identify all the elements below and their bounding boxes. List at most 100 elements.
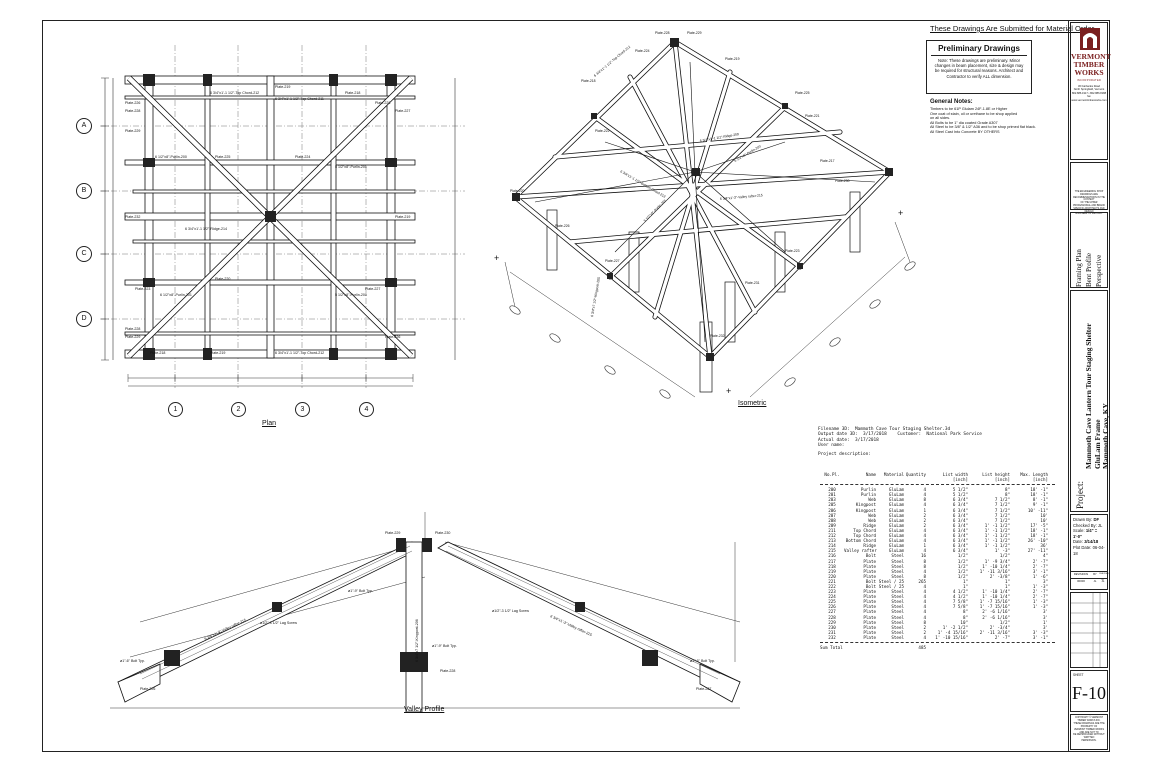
table-cell: 7 1/2" xyxy=(994,512,1010,518)
submitted-note: These Drawings Are Submitted for Materia… xyxy=(930,24,1095,33)
plan-label: Plate-226 xyxy=(385,335,400,339)
table-cell: 1' -2 1/2" xyxy=(942,624,968,630)
date: Date: 3/14/18 xyxy=(1073,539,1099,545)
preliminary-text: Note: These drawings are preliminary. Mi… xyxy=(934,58,1024,79)
table-cell: 4 1/2" xyxy=(952,594,968,600)
valley-label: ø1"-6" Bolt Typ. xyxy=(690,659,715,663)
iso-beams-outer xyxy=(512,39,893,360)
table-cell: 1' -3" xyxy=(1032,599,1048,605)
table-cell: 1' -1 1/2" xyxy=(984,527,1010,533)
valley-dimension-lines xyxy=(110,512,741,709)
file-info-row: User name: xyxy=(818,443,845,449)
project-label: Project: xyxy=(1075,481,1085,509)
table-cell: Plate xyxy=(863,568,876,574)
table-cell: 4 xyxy=(923,583,926,589)
table-cell: GluLam xyxy=(888,548,904,554)
table-cell: Plate xyxy=(863,604,876,610)
iso-label: 6 3/4"x7 1/2"-Kingpost-205 xyxy=(590,277,601,317)
table-cell: 4 xyxy=(923,614,926,620)
table-cell: 6 3/4" xyxy=(952,522,968,528)
table-cell: 1' -10 1/4" xyxy=(982,589,1010,595)
table-cell: 1/2" xyxy=(957,573,968,579)
table-cell: 205 xyxy=(828,502,836,508)
table-cell: 18' -1" xyxy=(1030,487,1048,493)
plan-label: Plate-219 xyxy=(210,351,225,355)
table-cell: 209 xyxy=(828,522,836,528)
plan-label: Plate-227 xyxy=(395,109,410,113)
valley-label: ø1"-9" Bolt Typ. xyxy=(432,644,457,648)
valley-plates xyxy=(164,538,658,672)
plan-plates xyxy=(143,74,397,360)
table-cell: 1' -10 1/4" xyxy=(982,594,1010,600)
table-cell: 1' -1 1/2" xyxy=(984,533,1010,539)
plan-label: Plate-218 xyxy=(150,351,165,355)
iso-label: Plate-225 xyxy=(795,91,810,95)
table-cell: 7 1/2" xyxy=(994,497,1010,503)
iso-label: Plate-222 xyxy=(595,129,610,133)
table-cell: 8" xyxy=(962,609,968,615)
table-cell: 1' -3" xyxy=(994,548,1010,554)
plan-label: Plate-229 xyxy=(125,335,140,339)
table-cell: 3' xyxy=(1042,609,1048,615)
parts-table-total: Sum Total 485 xyxy=(820,645,926,650)
table-cell: 212 xyxy=(828,533,836,539)
table-cell: 1" xyxy=(962,583,968,589)
grid-bubble-2: 2 xyxy=(231,402,246,417)
table-cell: 10' -11" xyxy=(1027,507,1048,513)
plan-label: 5 1/2"x8"-Purlin-201 xyxy=(335,165,367,169)
revision-grid xyxy=(1071,593,1107,667)
table-cell: 3" xyxy=(1042,578,1048,584)
table-cell: 2 xyxy=(923,517,926,523)
table-cell: 18' -1" xyxy=(1030,527,1048,533)
table-cell: Plate xyxy=(863,589,876,595)
table-cell: 4" xyxy=(1042,553,1048,559)
valley-label: Plate-226 xyxy=(140,687,155,691)
table-cell: 231 xyxy=(828,629,836,635)
table-cell: 2' -7" xyxy=(1032,558,1048,564)
checked-by: Checked By: JL xyxy=(1073,522,1103,528)
plan-label: Plate-224 xyxy=(295,155,310,159)
plan-label: Plate-218 xyxy=(345,91,360,95)
file-info-row: Filename 3D: Mammoth Cave Tour Staging S… xyxy=(818,427,951,432)
table-cell: 1 xyxy=(923,543,926,549)
table-cell: 7 5/8" xyxy=(952,599,968,605)
footer-legal-text: COPYRIGHT © VERMONT TIMBER WORKS INC. TH… xyxy=(1073,717,1105,743)
plan-label: 6 1/2"x8"-Purlin-200 xyxy=(155,155,187,159)
iso-label: Plate-230 xyxy=(835,179,850,183)
table-cell: Purlin xyxy=(860,492,876,498)
table-cell: Steel xyxy=(891,558,904,564)
iso-label: Plate-221 xyxy=(805,114,820,118)
plus-marker: + xyxy=(726,386,732,396)
table-cell: Ridge xyxy=(863,522,876,528)
table-cell: 2' -7" xyxy=(1032,589,1048,595)
contents-perspective: Perspective xyxy=(1095,254,1103,287)
preliminary-box: Preliminary Drawings Note: These drawing… xyxy=(926,40,1032,94)
table-cell: 1' xyxy=(1042,619,1048,625)
iso-label: Plate-231 xyxy=(745,281,760,285)
company-logo-icon xyxy=(1080,28,1100,50)
table-cell: 1/2" xyxy=(999,619,1010,625)
table-cell: 4 xyxy=(923,502,926,508)
table-cell: Bolt xyxy=(865,583,876,589)
plan-label: Plate-223 xyxy=(135,287,150,291)
table-cell: 4 1/2" xyxy=(952,589,968,595)
company-name: VERMONT TIMBER WORKS xyxy=(1071,52,1111,77)
table-cell: 2' -6 1/16" xyxy=(982,609,1010,615)
plan-label: Plate-228 xyxy=(375,101,390,105)
table-cell: 27' -11" xyxy=(1027,548,1048,554)
table-cell: 6 3/4" xyxy=(952,548,968,554)
table-cell: Steel xyxy=(891,629,904,635)
table-cell: 6 3/4" xyxy=(952,497,968,503)
table-cell: 7 1/2" xyxy=(994,502,1010,508)
iso-label: Plate-218 xyxy=(581,79,596,83)
table-cell: Steel xyxy=(891,609,904,615)
table-cell: 220 xyxy=(828,573,836,579)
table-cell: Web xyxy=(868,512,876,518)
